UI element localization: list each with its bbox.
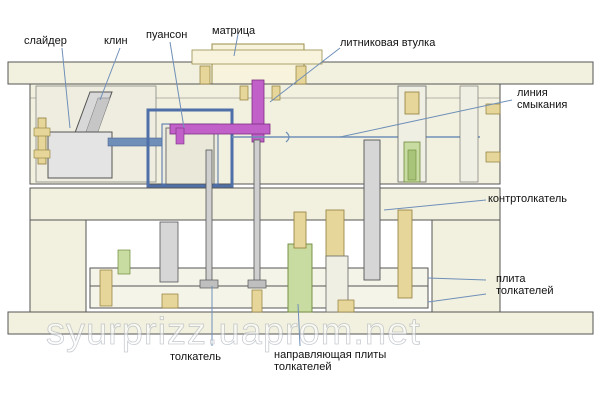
label-parting-line-2: смыкания bbox=[517, 99, 567, 111]
spacer-block-left bbox=[29, 219, 87, 313]
ejector-pin bbox=[205, 149, 213, 283]
sprue-runner-horizontal bbox=[169, 123, 271, 135]
watermark: syurprizz.uaprom.net bbox=[46, 311, 421, 353]
label-punch: пуансон bbox=[146, 29, 187, 41]
ejector-bolt bbox=[99, 269, 113, 307]
punch-outline bbox=[146, 108, 234, 188]
label-ejector-plate-1: плита bbox=[496, 273, 526, 285]
label-matrix: матрица bbox=[212, 25, 256, 37]
locating-ring bbox=[191, 49, 323, 65]
label-wedge: клин bbox=[104, 35, 128, 47]
label-ejector-plate-2: толкателей bbox=[496, 285, 554, 297]
top-bolt bbox=[199, 65, 211, 85]
slider-bolt bbox=[37, 117, 47, 165]
label-ejector-guide-1: направляющая плиты bbox=[274, 349, 386, 361]
cooling-channel bbox=[107, 137, 169, 147]
label-parting-line-1: линия bbox=[517, 87, 548, 99]
support-plate bbox=[29, 187, 501, 221]
leader-lines bbox=[61, 33, 513, 347]
counter-ejector bbox=[363, 139, 381, 281]
ejector-guide bbox=[287, 243, 313, 313]
label-counter-ejector: контртолкатель bbox=[488, 193, 567, 205]
label-ejector-pin: толкатель bbox=[170, 351, 221, 363]
label-slider: слайдер bbox=[24, 35, 67, 47]
spacer-block-right bbox=[431, 219, 501, 313]
label-ejector-guide-2: толкателей bbox=[274, 361, 332, 373]
slider bbox=[47, 131, 113, 179]
label-sprue-bushing: литниковая втулка bbox=[340, 37, 436, 49]
